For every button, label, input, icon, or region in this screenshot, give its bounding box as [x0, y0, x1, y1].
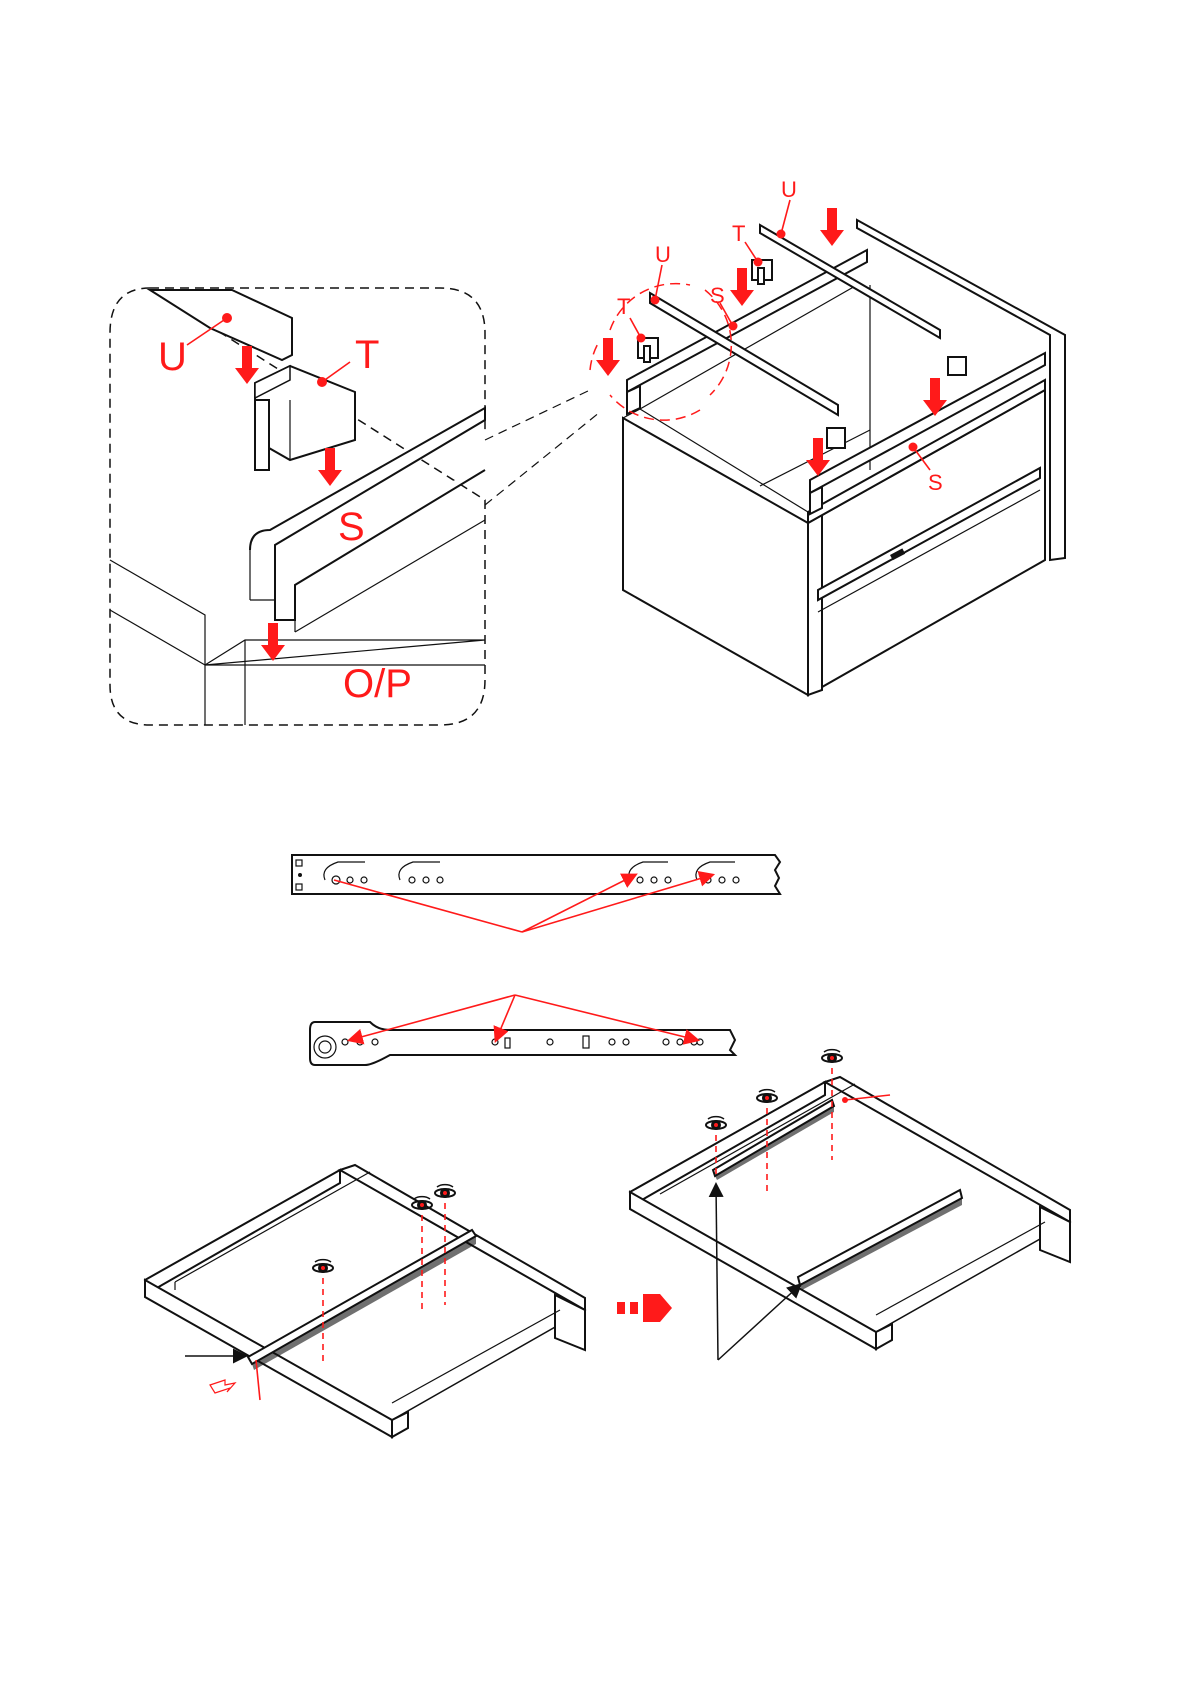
main-label-s1: S	[710, 283, 725, 308]
screw-icon	[313, 1260, 333, 1273]
next-step-arrow-icon	[617, 1294, 672, 1322]
screw-icon	[757, 1090, 777, 1103]
inset-label-op: O/P	[343, 662, 412, 706]
main-label-t1: T	[732, 221, 745, 246]
main-label-u1: U	[781, 177, 797, 202]
down-arrow-icon	[235, 346, 259, 384]
slide-rail-long	[292, 855, 780, 932]
screw-icon	[435, 1185, 455, 1198]
pull-arrow-icon	[210, 1380, 235, 1393]
slide-rail-cabinet	[310, 995, 735, 1065]
down-arrow-icon	[261, 623, 285, 661]
main-label-s2: S	[928, 470, 943, 495]
frame-left	[145, 1165, 585, 1437]
inset-label-t: T	[355, 333, 379, 377]
down-arrow-icon	[596, 338, 620, 376]
clip-t-mid	[827, 428, 845, 448]
main-label-t2: T	[617, 294, 630, 319]
down-arrow-icon	[318, 448, 342, 486]
frame-right	[630, 1050, 1070, 1360]
clip-t-right	[948, 357, 966, 375]
down-arrow-icon	[820, 208, 844, 246]
main-cabinet: U T U T S S	[590, 177, 1065, 695]
inset-label-u: U	[158, 335, 187, 379]
inset-detail: U T S O/P	[110, 288, 600, 725]
inset-label-s: S	[338, 505, 365, 549]
main-label-u2: U	[655, 242, 671, 267]
screw-icon	[822, 1050, 842, 1063]
part-t-clip	[255, 366, 355, 470]
screw-icon	[706, 1117, 726, 1130]
part-op-panel	[110, 560, 485, 725]
board-u-back	[760, 225, 940, 338]
down-arrow-icon	[730, 268, 754, 306]
